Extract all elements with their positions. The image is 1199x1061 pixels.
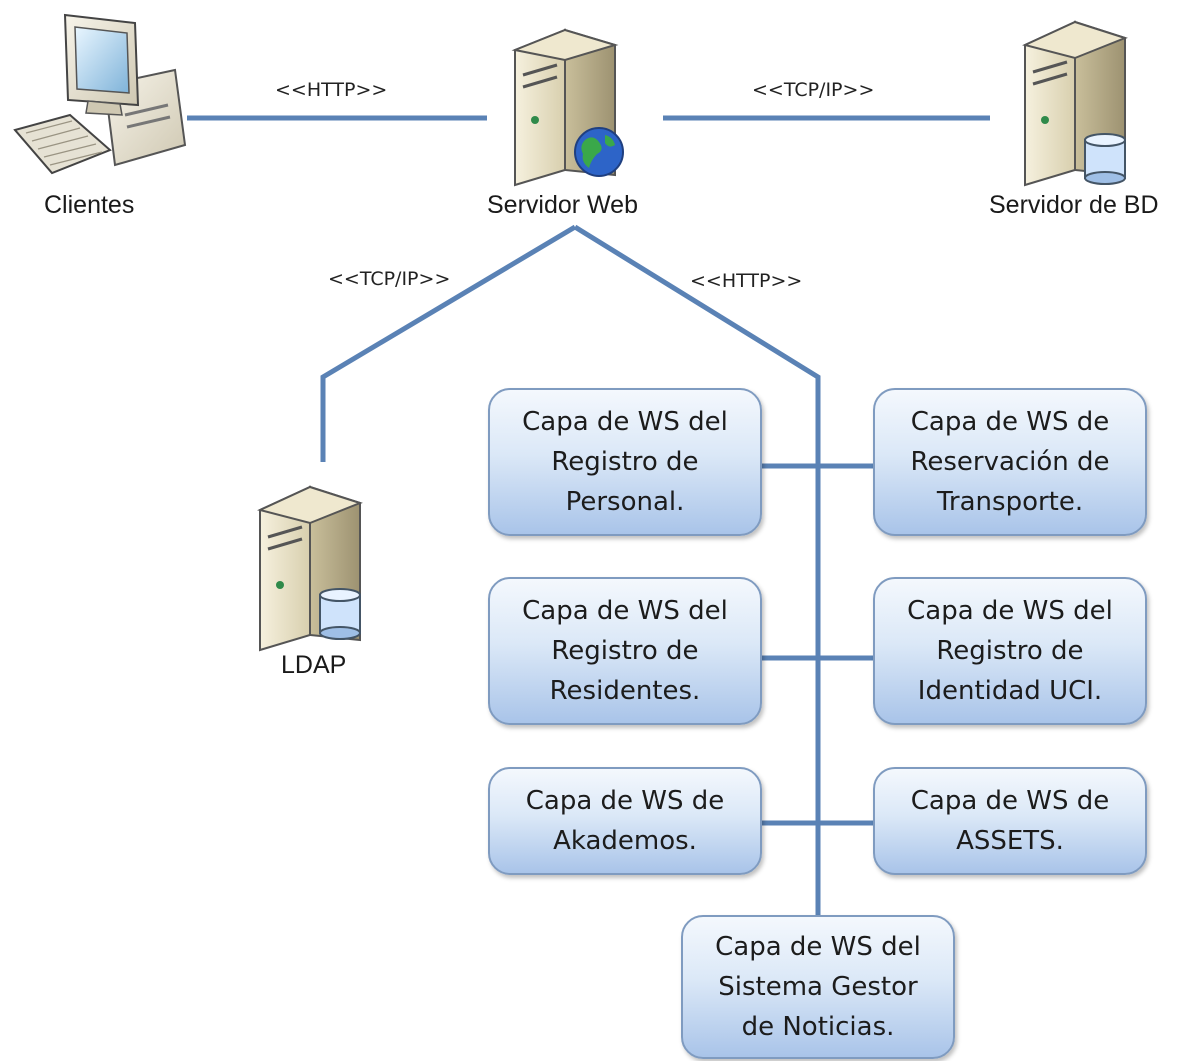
- ws-box-line: Capa de WS del: [522, 407, 728, 437]
- database-cylinder-icon: [1084, 133, 1126, 185]
- ws-box-line: Capa de WS de: [910, 786, 1110, 816]
- clientes-label: Clientes: [44, 191, 135, 219]
- ws-box-line: Capa de WS del: [522, 596, 728, 626]
- ws-box-line: Registro de: [936, 636, 1084, 666]
- line-web-ws-bus: [573, 224, 821, 920]
- ws-box-line: Registro de: [551, 447, 699, 477]
- ws-box-line: de Noticias.: [741, 1012, 895, 1042]
- ws-box-registro-residentes: Capa de WS del Registro de Residentes.: [488, 577, 762, 725]
- computer-icon: [13, 13, 187, 175]
- servidor-bd-label: Servidor de BD: [989, 191, 1159, 219]
- protocol-web-ldap: <<TCP/IP>>: [328, 268, 451, 290]
- ws-box-line: Residentes.: [549, 676, 701, 706]
- ldap-label: LDAP: [281, 651, 347, 679]
- ws-box-line: Capa de WS del: [715, 932, 921, 962]
- ws-box-reservacion-transporte: Capa de WS de Reservación de Transporte.: [873, 388, 1147, 536]
- ws-box-gestor-noticias: Capa de WS del Sistema Gestor de Noticia…: [681, 915, 955, 1059]
- protocol-web-bd: <<TCP/IP>>: [752, 79, 875, 101]
- ws-box-line: Capa de WS de: [525, 786, 725, 816]
- ws-box-identidad-uci: Capa de WS del Registro de Identidad UCI…: [873, 577, 1147, 725]
- ws-box-line: Capa de WS de: [910, 407, 1110, 437]
- ws-box-line: Registro de: [551, 636, 699, 666]
- ws-box-line: Capa de WS del: [907, 596, 1113, 626]
- ws-box-line: ASSETS.: [956, 826, 1064, 856]
- servidor-web-label: Servidor Web: [487, 191, 638, 219]
- protocol-web-ws: <<HTTP>>: [690, 270, 803, 292]
- protocol-clientes-web: <<HTTP>>: [275, 79, 388, 101]
- database-cylinder-icon: [319, 588, 361, 640]
- web-server-icon: [511, 28, 624, 187]
- ws-box-line: Identidad UCI.: [917, 676, 1103, 706]
- database-server-icon: [1022, 20, 1128, 187]
- ws-box-akademos: Capa de WS de Akademos.: [488, 767, 762, 875]
- ws-box-line: Transporte.: [936, 487, 1084, 517]
- ws-box-line: Akademos.: [553, 826, 697, 856]
- ws-box-line: Personal.: [565, 487, 685, 517]
- ws-box-line: Sistema Gestor: [718, 972, 918, 1002]
- ws-box-line: Reservación de: [910, 447, 1110, 477]
- ldap-server-icon: [257, 485, 363, 652]
- ws-box-assets: Capa de WS de ASSETS.: [873, 767, 1147, 875]
- ws-box-registro-personal: Capa de WS del Registro de Personal.: [488, 388, 762, 536]
- line-web-ldap: [320, 224, 577, 462]
